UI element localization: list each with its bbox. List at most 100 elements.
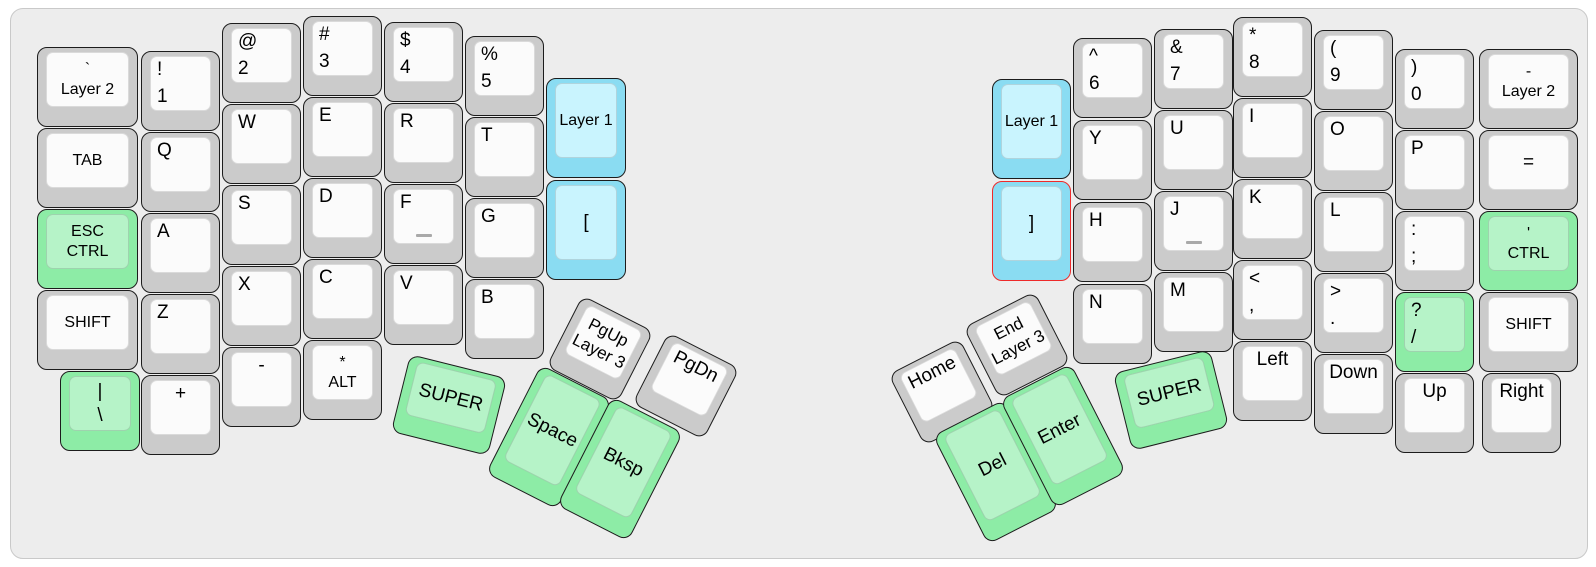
key-l[interactable]: L xyxy=(1314,192,1393,272)
key-r-label: R xyxy=(400,111,414,132)
key-t-label: T xyxy=(481,125,493,146)
key-b-label: B xyxy=(481,287,494,308)
key-o[interactable]: O xyxy=(1314,111,1393,191)
key-j[interactable]: J xyxy=(1154,191,1233,271)
key-g[interactable]: G xyxy=(465,198,544,278)
key-super-right-label: SUPER xyxy=(1134,374,1204,411)
key-minus-layer2[interactable]: -Layer 2 xyxy=(1479,49,1578,129)
key-arrow-down[interactable]: Down xyxy=(1314,354,1393,434)
key-shift-right[interactable]: SHIFT xyxy=(1479,292,1578,372)
key-arrow-right[interactable]: Right xyxy=(1482,373,1561,453)
key-amp-7-cap: &7 xyxy=(1163,34,1224,89)
key-paren-9[interactable]: (9 xyxy=(1314,30,1393,110)
key-percent-5-label: 5 xyxy=(481,70,492,92)
key-at-2-cap: @2 xyxy=(231,28,292,83)
key-h[interactable]: H xyxy=(1073,202,1152,282)
key-d[interactable]: D xyxy=(303,178,382,258)
key-arrow-up-label: Up xyxy=(1422,381,1447,402)
key-esc-ctrl-label: CTRL xyxy=(66,242,109,260)
key-asterisk-alt[interactable]: *ALT xyxy=(303,340,382,420)
key-dollar-4[interactable]: $4 xyxy=(384,22,463,102)
key-s[interactable]: S xyxy=(222,185,301,265)
key-paren-0-cap: )0 xyxy=(1404,54,1465,109)
key-question-slash-cap: ?/ xyxy=(1404,297,1465,352)
key-left-bracket-cap: [ xyxy=(555,185,617,260)
key-c-label: C xyxy=(319,267,333,288)
key-greater-period[interactable]: >. xyxy=(1314,273,1393,353)
key-dollar-4-label: 4 xyxy=(400,56,411,78)
key-n[interactable]: N xyxy=(1073,284,1152,364)
key-exclam-1-cap: !1 xyxy=(150,56,211,111)
key-amp-7[interactable]: &7 xyxy=(1154,29,1233,109)
key-arrow-right-label: Right xyxy=(1499,381,1544,402)
key-home-cap: Home xyxy=(898,346,979,424)
key-q[interactable]: Q xyxy=(141,132,220,212)
key-c[interactable]: C xyxy=(303,259,382,339)
key-x[interactable]: X xyxy=(222,266,301,346)
key-asterisk-8[interactable]: *8 xyxy=(1233,17,1312,97)
key-at-2-label: @ xyxy=(238,31,258,52)
key-z-label: Z xyxy=(157,302,169,323)
key-a[interactable]: A xyxy=(141,213,220,293)
key-super-right[interactable]: SUPER xyxy=(1112,349,1230,451)
key-percent-5[interactable]: %5 xyxy=(465,36,544,116)
key-w[interactable]: W xyxy=(222,104,301,184)
key-left-bracket-label: [ xyxy=(583,211,589,233)
key-m[interactable]: M xyxy=(1154,272,1233,352)
key-k[interactable]: K xyxy=(1233,179,1312,259)
key-b[interactable]: B xyxy=(465,279,544,359)
key-super-left[interactable]: SUPER xyxy=(390,354,508,456)
key-at-2[interactable]: @2 xyxy=(222,23,301,103)
key-plus[interactable]: + xyxy=(141,375,220,455)
key-g-label: G xyxy=(481,206,496,227)
key-layer1-left[interactable]: Layer 1 xyxy=(546,78,626,178)
key-y[interactable]: Y xyxy=(1073,120,1152,200)
key-pipe-backslash[interactable]: |\ xyxy=(60,371,140,451)
key-caret-6-label: 6 xyxy=(1089,72,1100,94)
key-caret-6-label: ^ xyxy=(1089,46,1098,67)
key-question-slash-label: / xyxy=(1411,326,1417,348)
key-p[interactable]: P xyxy=(1395,130,1474,210)
key-grave-layer2[interactable]: `Layer 2 xyxy=(37,47,138,127)
key-less-comma[interactable]: <, xyxy=(1233,260,1312,340)
key-z[interactable]: Z xyxy=(141,294,220,374)
key-layer1-right[interactable]: Layer 1 xyxy=(992,79,1071,179)
key-right-bracket[interactable]: ] xyxy=(992,181,1071,281)
key-arrow-up[interactable]: Up xyxy=(1395,373,1474,453)
key-paren-0[interactable]: )0 xyxy=(1395,49,1474,129)
key-paren-0-label: ) xyxy=(1411,57,1418,78)
key-caret-6[interactable]: ^6 xyxy=(1073,38,1152,118)
key-colon-semicolon[interactable]: :; xyxy=(1395,211,1474,291)
key-tab[interactable]: TAB xyxy=(37,128,138,208)
key-left-bracket[interactable]: [ xyxy=(546,180,626,280)
key-exclam-1-label: 1 xyxy=(157,85,168,107)
key-q-cap: Q xyxy=(150,137,211,192)
key-paren-9-label: ( xyxy=(1330,38,1337,59)
key-quote-ctrl[interactable]: 'CTRL xyxy=(1479,211,1578,291)
key-shift-left[interactable]: SHIFT xyxy=(37,290,138,370)
key-r[interactable]: R xyxy=(384,103,463,183)
key-minus[interactable]: - xyxy=(222,347,301,427)
key-f[interactable]: F xyxy=(384,184,463,264)
key-e[interactable]: E xyxy=(303,97,382,177)
key-f-cap: F xyxy=(393,189,454,244)
key-colon-semicolon-label: ; xyxy=(1411,245,1417,267)
key-v[interactable]: V xyxy=(384,265,463,345)
key-layer1-right-cap: Layer 1 xyxy=(1001,84,1062,159)
key-pgdn-cap: PgDn xyxy=(649,340,730,418)
key-r-cap: R xyxy=(393,108,454,163)
key-q-label: Q xyxy=(157,140,172,161)
key-u[interactable]: U xyxy=(1154,110,1233,190)
key-plus-cap: + xyxy=(150,380,211,435)
key-equals[interactable]: = xyxy=(1479,130,1578,210)
key-exclam-1[interactable]: !1 xyxy=(141,51,220,131)
key-arrow-left-label: Left xyxy=(1256,349,1289,370)
key-i[interactable]: I xyxy=(1233,98,1312,178)
key-arrow-left[interactable]: Left xyxy=(1233,341,1312,421)
key-hash-3[interactable]: #3 xyxy=(303,16,382,96)
key-t[interactable]: T xyxy=(465,117,544,197)
key-arrow-up-cap: Up xyxy=(1404,378,1465,433)
key-hash-3-label: # xyxy=(319,24,330,45)
key-question-slash[interactable]: ?/ xyxy=(1395,292,1474,372)
